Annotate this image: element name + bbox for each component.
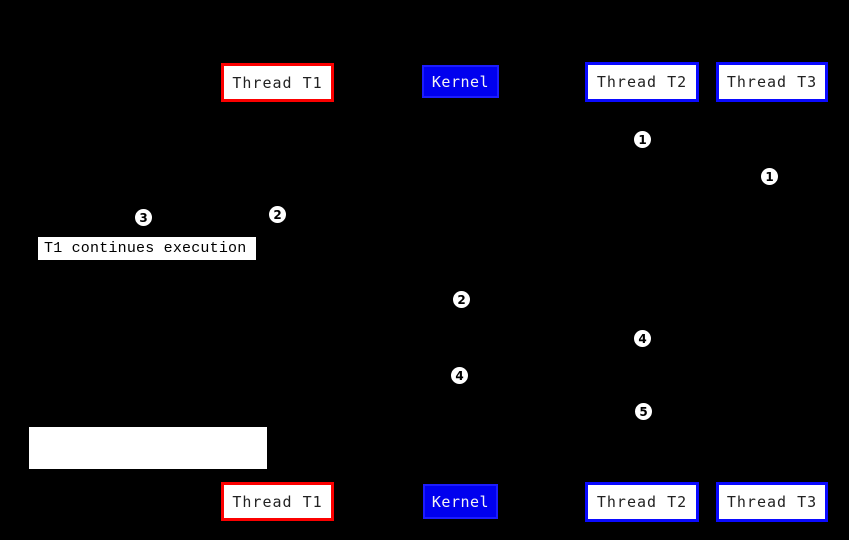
event-marker-2-kernel: 2 [452,290,471,309]
node-thread-t2-top: Thread T2 [585,62,699,102]
event-marker-4-kernel: 4 [450,366,469,385]
node-kernel-top: Kernel [422,65,499,98]
annotation-t1-continues: T1 continues execution [37,236,257,261]
event-marker-4-t2: 4 [633,329,652,348]
event-marker-5: 5 [634,402,653,421]
node-thread-t3-bottom: Thread T3 [716,482,828,522]
blank-label-box [29,427,267,469]
node-thread-t1-bottom: Thread T1 [221,482,334,521]
node-thread-t3-top: Thread T3 [716,62,828,102]
node-thread-t2-bottom: Thread T2 [585,482,699,522]
node-kernel-bottom: Kernel [423,484,498,519]
event-marker-3: 3 [134,208,153,227]
event-marker-1-t3: 1 [760,167,779,186]
event-marker-1-t2: 1 [633,130,652,149]
node-thread-t1-top: Thread T1 [221,63,334,102]
event-marker-2-t1: 2 [268,205,287,224]
